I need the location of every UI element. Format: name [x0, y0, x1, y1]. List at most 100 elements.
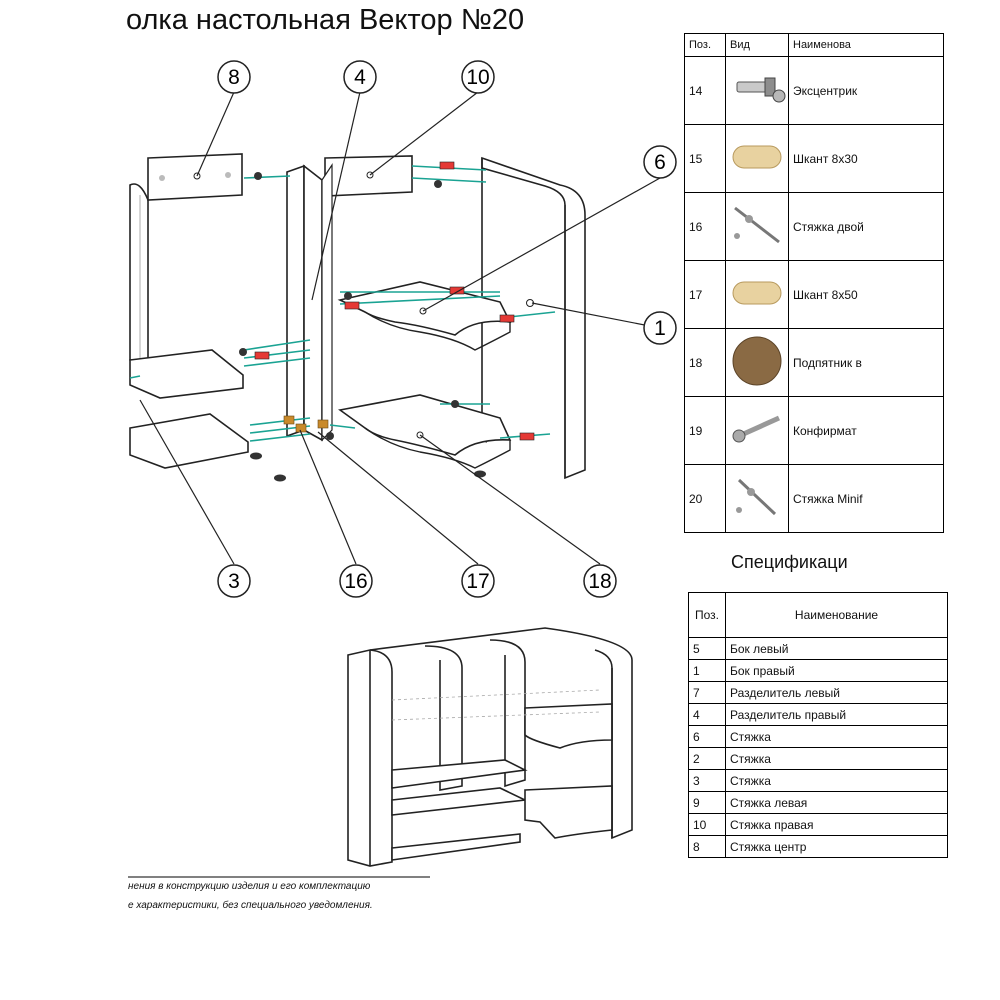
- spec-pos: 8: [688, 835, 726, 858]
- spec-name: Разделитель правый: [725, 703, 948, 726]
- hardware-name: Стяжка двой: [788, 192, 944, 261]
- shelf-6: [337, 281, 512, 351]
- divider-panel-4: [286, 163, 333, 442]
- fastener-bolts: [239, 172, 459, 440]
- callout-18: 18: [583, 564, 617, 598]
- svg-text:16: 16: [344, 570, 367, 593]
- spec-pos: 6: [688, 725, 726, 748]
- callout-6: 6: [643, 145, 677, 179]
- spec-header-row: Поз. Наименование: [688, 592, 948, 638]
- felt-pad-icon: [725, 328, 789, 397]
- hardware-header-row: Поз. Вид Наименова: [684, 33, 944, 57]
- hardware-row: 17 Шкант 8x50: [684, 260, 944, 329]
- spec-pos: 10: [688, 813, 726, 836]
- callout-17: 17: [461, 564, 495, 598]
- hardware-header-name: Наименова: [788, 33, 944, 57]
- dowel-icon: [725, 124, 789, 193]
- panel-8: [147, 153, 243, 201]
- leader-lines: [139, 91, 661, 565]
- callout-8: 8: [217, 60, 251, 94]
- left-upper-shelf: [129, 349, 244, 399]
- spec-pos: 4: [688, 703, 726, 726]
- spec-name: Стяжка: [725, 725, 948, 748]
- spec-pos: 3: [688, 769, 726, 792]
- hardware-pos: 20: [684, 464, 726, 533]
- spec-header-name: Наименование: [725, 592, 948, 638]
- hardware-pos: 16: [684, 192, 726, 261]
- footnote-line-2: е характеристики, без специального уведо…: [128, 900, 373, 911]
- spec-name: Разделитель левый: [725, 681, 948, 704]
- hardware-name: Подпятник в: [788, 328, 944, 397]
- hardware-row: 16 Стяжка двой: [684, 192, 944, 261]
- spec-name: Бок правый: [725, 659, 948, 682]
- spec-name: Стяжка левая: [725, 791, 948, 814]
- spec-header-pos: Поз.: [688, 592, 726, 638]
- page-title: олка настольная Вектор №20: [126, 4, 525, 36]
- hardware-name: Эксцентрик: [788, 56, 944, 125]
- hardware-row: 14 Эксцентрик: [684, 56, 944, 125]
- hardware-row: 18 Подпятник в: [684, 328, 944, 397]
- hardware-row: 20 Стяжка Minif: [684, 464, 944, 533]
- hardware-row: 15 Шкант 8x30: [684, 124, 944, 193]
- callout-16: 16: [339, 564, 373, 598]
- minifix-icon: [725, 464, 789, 533]
- spec-pos: 7: [688, 681, 726, 704]
- hardware-name: Стяжка Minif: [788, 464, 944, 533]
- spec-name: Бок левый: [725, 637, 948, 660]
- hardware-name: Шкант 8x50: [788, 260, 944, 329]
- panel-10: [324, 155, 413, 197]
- hardware-header-view: Вид: [725, 33, 789, 57]
- callout-1: 1: [643, 311, 677, 345]
- hardware-name: Конфирмат: [788, 396, 944, 465]
- confirmat-screw-icon: [725, 396, 789, 465]
- callout-10: 10: [461, 60, 495, 94]
- footnote-line-1: нения в конструкцию изделия и его компле…: [128, 881, 371, 892]
- footnote: нения в конструкцию изделия и его компле…: [128, 877, 373, 915]
- hardware-table-container: Поз. Вид Наименова 14 Эксцентрик 15: [684, 33, 944, 537]
- spec-pos: 1: [688, 659, 726, 682]
- callout-4: 4: [343, 60, 377, 94]
- svg-text:10: 10: [466, 66, 489, 89]
- spec-name: Стяжка правая: [725, 813, 948, 836]
- hardware-pos: 15: [684, 124, 726, 193]
- spec-pos: 2: [688, 747, 726, 770]
- spec-title: Спецификаци: [731, 552, 848, 572]
- svg-text:6: 6: [654, 151, 666, 174]
- shelf-18: [338, 394, 512, 469]
- hardware-pos: 18: [684, 328, 726, 397]
- svg-text:18: 18: [588, 570, 611, 593]
- left-side-panel-partial: [129, 183, 149, 372]
- double-screed-icon: [725, 192, 789, 261]
- hardware-name: Шкант 8x30: [788, 124, 944, 193]
- hardware-pos: 19: [684, 396, 726, 465]
- hardware-table: Поз. Вид Наименова 14 Эксцентрик 15: [684, 33, 944, 533]
- eccentric-icon: [725, 56, 789, 125]
- spec-pos: 9: [688, 791, 726, 814]
- spec-pos: 5: [688, 637, 726, 660]
- left-lower-shelf: [129, 413, 249, 469]
- dowel-icon: [725, 260, 789, 329]
- spec-name: Стяжка: [725, 769, 948, 792]
- hardware-pos: 17: [684, 260, 726, 329]
- spec-name: Стяжка: [725, 747, 948, 770]
- hardware-pos: 14: [684, 56, 726, 125]
- assembled-hidden-lines: [391, 689, 601, 721]
- svg-text:8: 8: [228, 66, 240, 89]
- callout-3: 3: [217, 564, 251, 598]
- fasteners: [254, 161, 535, 441]
- svg-text:3: 3: [228, 570, 240, 593]
- spec-name: Стяжка центр: [725, 835, 948, 858]
